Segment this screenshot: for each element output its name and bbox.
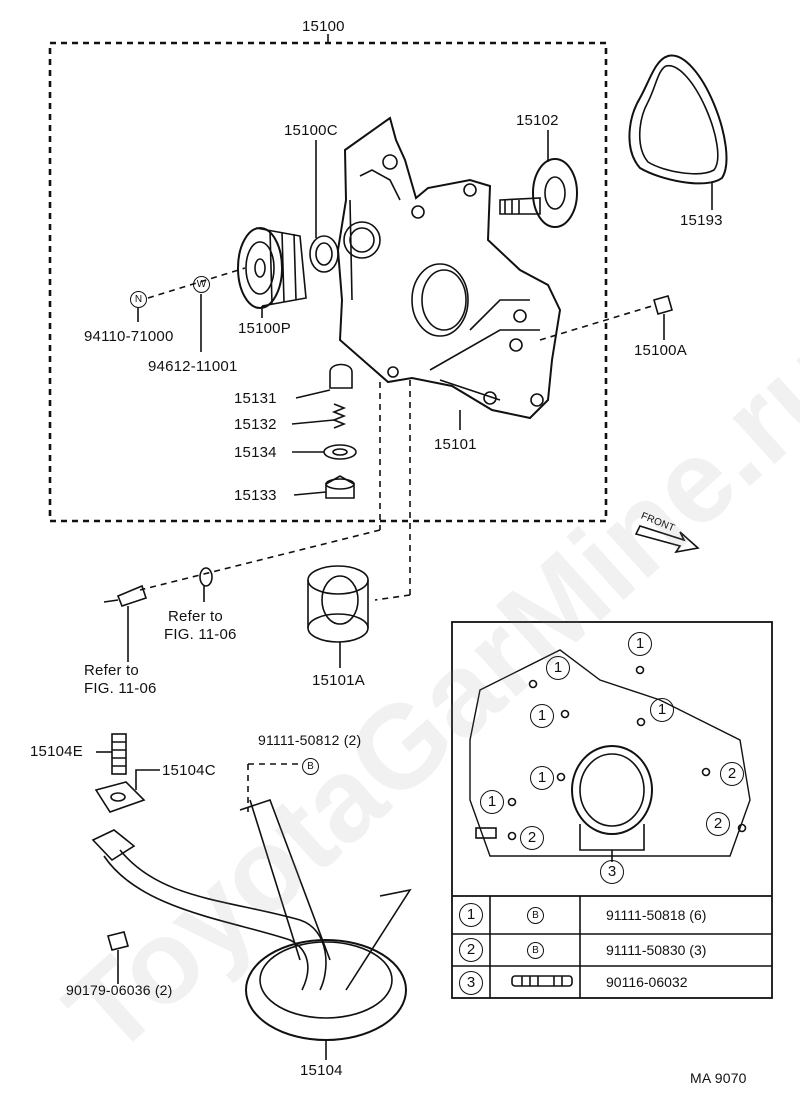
inset-callout: 2 [720,762,744,786]
table-ref: 2 [459,938,483,962]
inset-callout: 1 [530,704,554,728]
label-15133: 15133 [234,487,277,504]
label-15100c: 15100C [284,122,338,139]
marker-b: B [302,758,319,775]
label-15100: 15100 [302,18,345,35]
gasket-outline [628,54,728,185]
refer-2-line1: Refer to [84,662,139,679]
inset-callout: 3 [600,860,624,884]
refer-2-line2: FIG. 11-06 [84,680,157,697]
label-15104: 15104 [300,1062,343,1079]
label-15104c: 15104C [162,762,216,779]
label-15104e: 15104E [30,743,83,760]
label-91111-50812: 91111-50812 (2) [258,732,362,748]
label-15131: 15131 [234,390,277,407]
table-ref: 3 [459,971,483,995]
front-arrow [634,525,700,554]
label-15100a: 15100A [634,342,687,359]
table-part: 90116-06032 [606,974,688,990]
label-15100p: 15100P [238,320,291,337]
marker-n: N [130,291,147,308]
table-part: 91111-50830 (3) [606,942,707,958]
label-15101: 15101 [434,436,477,453]
inset-callout: 1 [480,790,504,814]
label-15193: 15193 [680,212,723,229]
label-94110-71000: 94110-71000 [84,328,174,345]
label-94612-11001: 94612-11001 [148,358,238,375]
refer-1-line2: FIG. 11-06 [164,626,237,643]
marker-w: W [193,276,210,293]
inset-callout: 1 [628,632,652,656]
table-symbol: B [527,942,544,959]
label-15132: 15132 [234,416,277,433]
label-15101a: 15101A [312,672,365,689]
inset-callout: 1 [546,656,570,680]
pump-body [336,116,562,420]
table-part: 91111-50818 (6) [606,907,707,923]
inset-callout: 2 [706,812,730,836]
table-ref: 1 [459,903,483,927]
refer-1-line1: Refer to [168,608,223,625]
label-15102: 15102 [516,112,559,129]
inset-callout: 1 [650,698,674,722]
figure-code: MA 9070 [690,1070,747,1086]
table-symbol: B [527,907,544,924]
inset-callout: 2 [520,826,544,850]
label-90179-06036: 90179-06036 (2) [66,982,173,998]
inset-callout: 1 [530,766,554,790]
inset-box [451,621,773,999]
label-15134: 15134 [234,444,277,461]
stud-icon [511,975,573,987]
